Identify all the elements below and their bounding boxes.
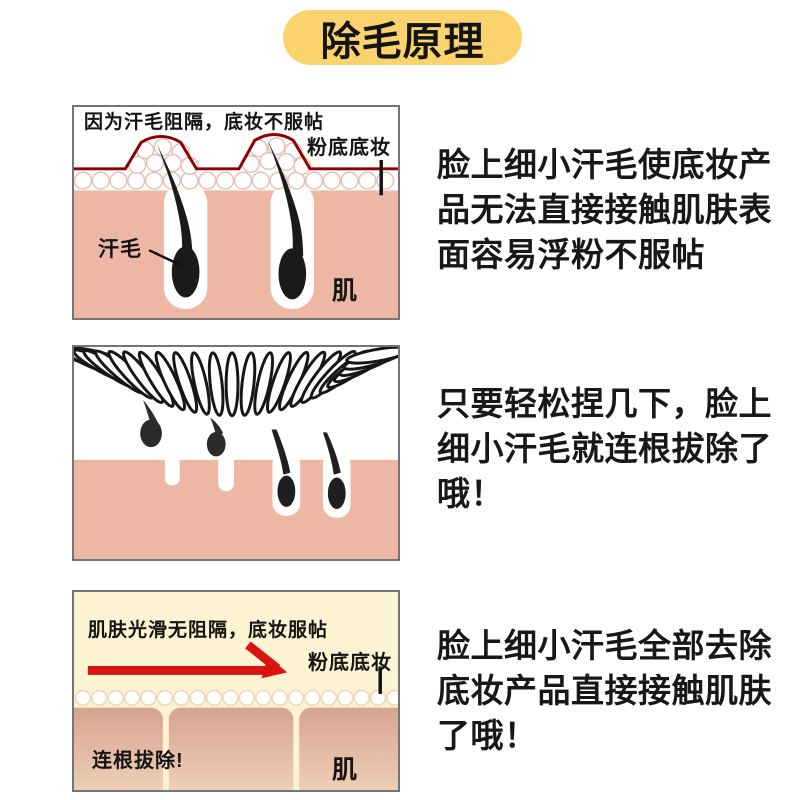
hair [267,140,307,300]
hair-label-pointer-line [148,249,186,269]
hair [156,144,200,298]
foundation-particles-row [74,689,398,706]
skin-with-hairs-diagram [74,133,398,318]
description-before: 脸上细小汗毛使底妆产 品无法直接接触肌肤表 面容易浮粉不服帖 [437,146,772,273]
panel1-caption: 因为汗毛阻隔，底妆不服帖 [84,112,325,133]
empty-follicle [164,448,180,486]
panel-plucking [72,345,400,561]
page-title: 除毛原理 [320,19,485,64]
description-plucking: 只要轻松捏几下，脸上 细小汗毛就连根拔除了 哦！ [437,385,772,512]
panel-after-removal: 肌肤光滑无阻隔，底妆服帖 粉底底妆 连根拔除! 肌 [72,590,400,792]
description-after: 脸上细小汗毛全部去除 底妆产品直接接触肌肤 了哦！ [437,627,772,754]
smooth-skin-diagram [74,592,398,790]
skin-layer [74,190,398,318]
coil-spring [74,347,398,418]
coil-plucking-diagram [74,347,398,559]
plucked-hair-falling [140,400,162,448]
skin-label: 肌 [332,756,358,784]
panel3-caption: 肌肤光滑无阻隔，底妆服帖 [88,620,329,641]
foundation-surface-line [74,133,398,171]
panel-before-removal: 因为汗毛阻隔，底妆不服帖 粉底底妆 汗毛 肌 [72,105,400,320]
foundation-label: 粉底底妆 [307,137,391,159]
hair-label: 汗毛 [98,238,142,261]
foundation-particles-row [74,171,395,190]
title-badge: 除毛原理 [283,10,522,65]
plucked-hair-falling [206,417,226,457]
smooth-skin-blocks [74,707,398,790]
smooth-sweep-arrow [87,641,288,679]
remaining-hair [271,429,296,507]
skin-label: 肌 [332,277,358,305]
remaining-hair [322,432,346,509]
foundation-particles-bump-clusters [128,137,312,175]
foundation-label: 粉底底妆 [308,652,392,674]
root-removal-label: 连根拔除! [92,750,184,772]
empty-follicle [218,448,235,492]
